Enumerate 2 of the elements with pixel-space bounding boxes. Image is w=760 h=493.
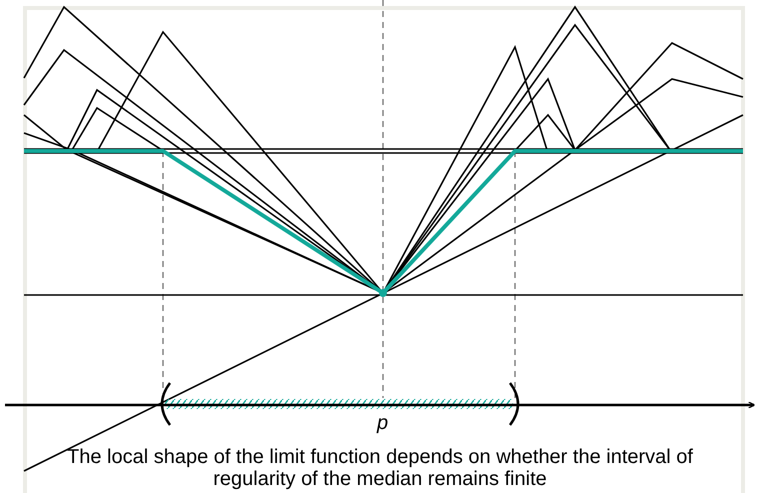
point-label: p <box>377 412 388 434</box>
caption: The local shape of the limit function depends on whether the interval of regularity of the median remains finite <box>66 446 694 490</box>
